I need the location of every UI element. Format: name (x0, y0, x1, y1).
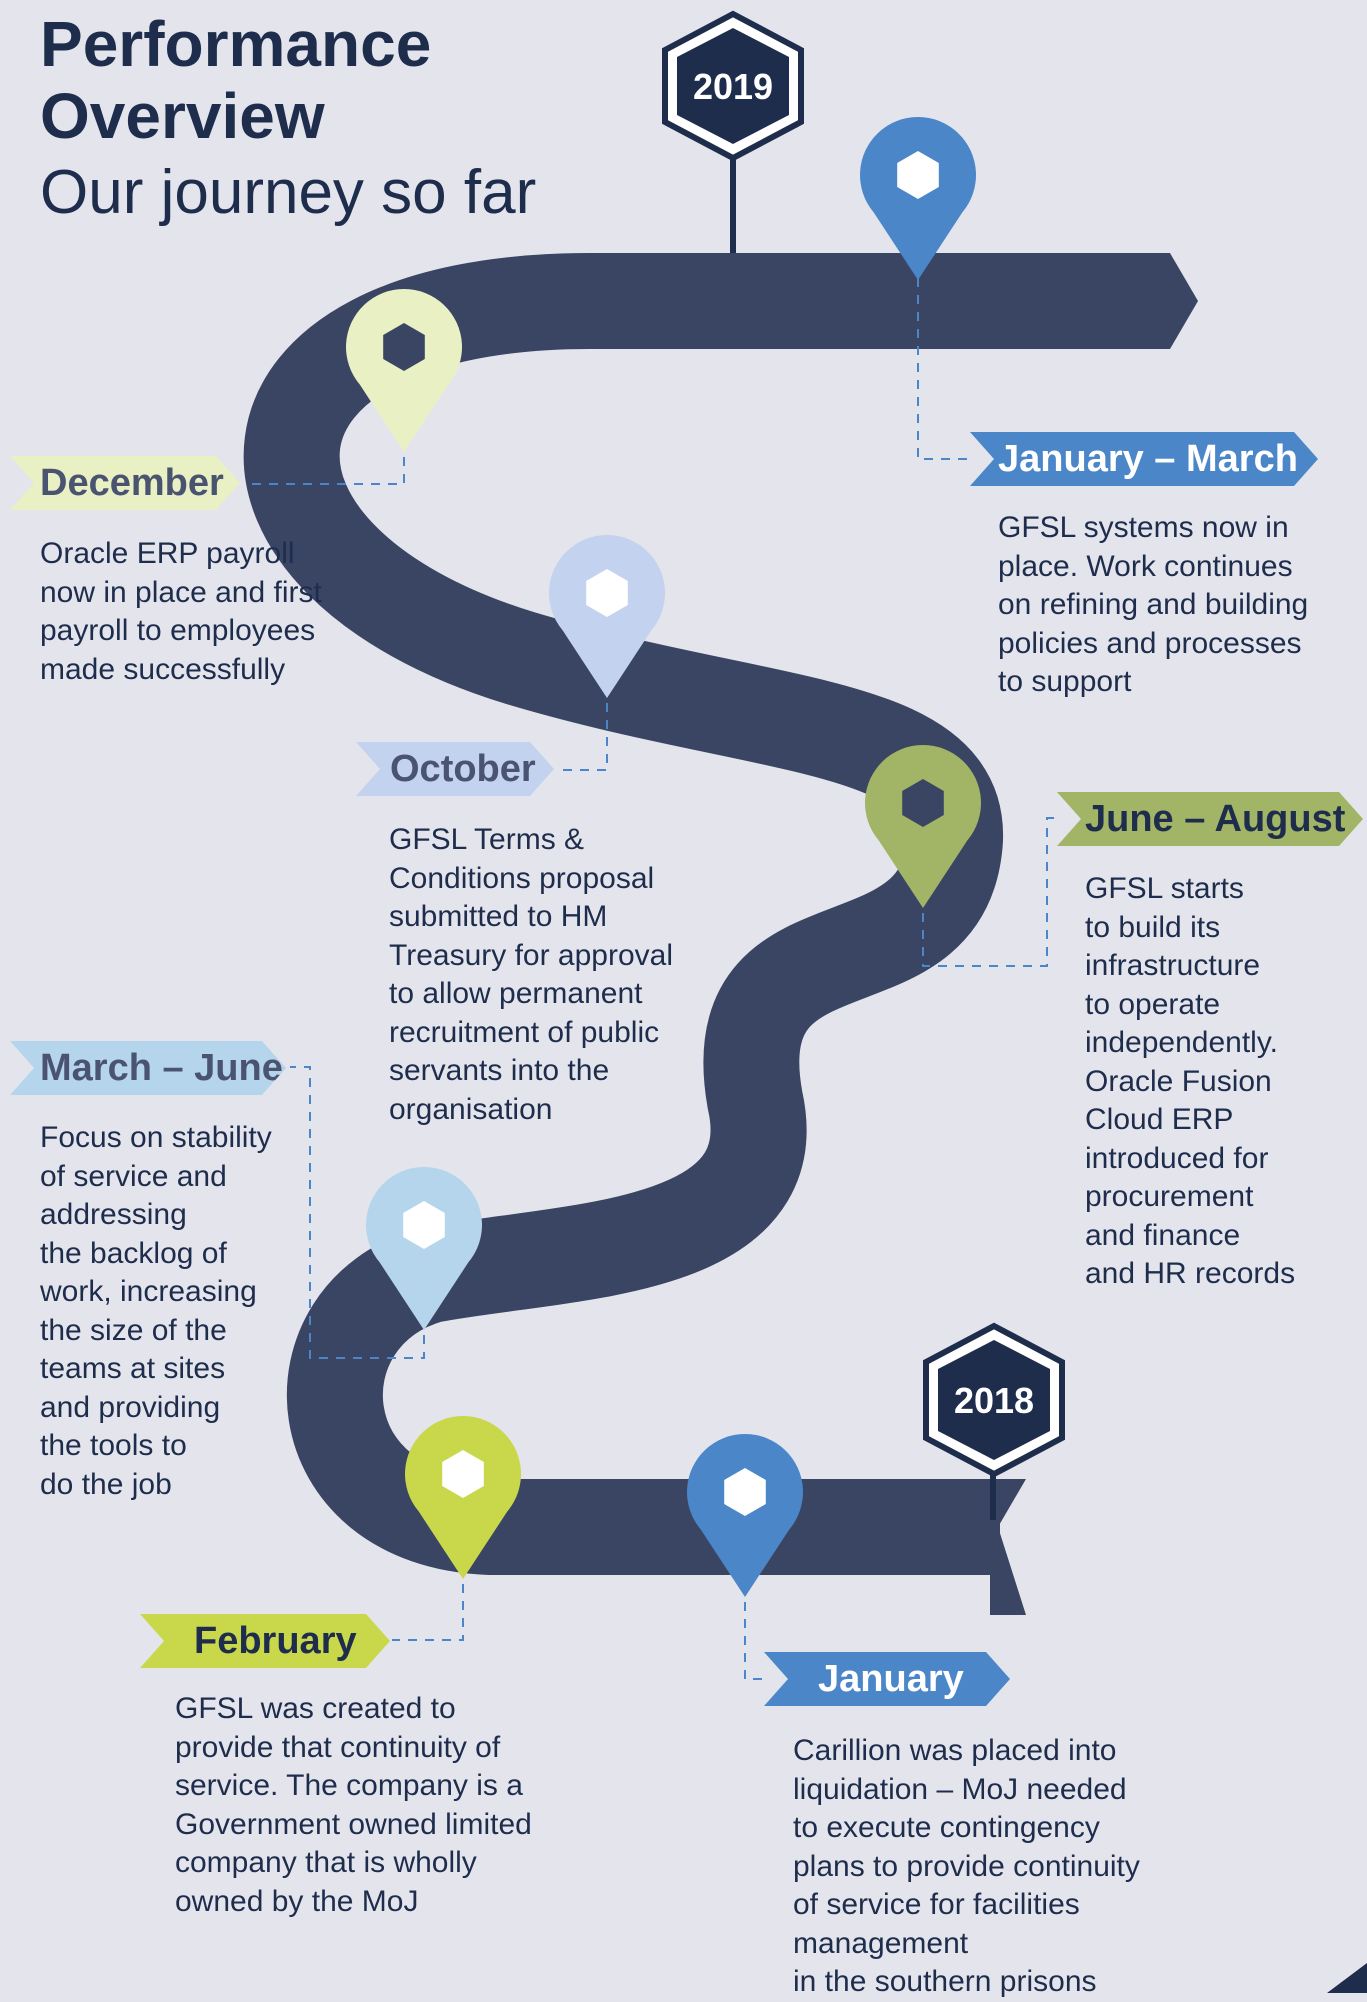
hexagon-icon (902, 779, 944, 827)
milestone-text-line: independently. (1085, 1026, 1278, 1059)
milestone-text-line: to build its (1085, 910, 1221, 944)
milestone-text-line: Cloud ERP (1085, 1103, 1234, 1136)
year-badge-2018: 2018 (923, 1322, 1065, 1478)
year-2019-label: 2019 (693, 66, 773, 107)
connector-june-august (922, 817, 1060, 967)
connector-march-june (290, 1066, 425, 1359)
hexagon-icon (442, 1450, 484, 1498)
milestone-text-line: and finance (1085, 1218, 1241, 1252)
milestone-text-line: the backlog of (40, 1236, 227, 1270)
milestone-text-line: procurement (1085, 1180, 1254, 1213)
hexagon-icon (897, 151, 939, 199)
milestone-text-line: to execute contingency (793, 1811, 1100, 1844)
milestone-text-line: Oracle Fusion (1085, 1064, 1272, 1098)
milestone-text-line: Carillion was placed into (793, 1734, 1117, 1767)
milestone-text-line: policies and processes (998, 626, 1302, 660)
year-badge-2019: 2019 (662, 10, 804, 162)
milestone-text-line: liquidation – MoJ needed (793, 1772, 1127, 1806)
milestone-text-line: made successfully (40, 652, 286, 686)
map-pin-icon (404, 1416, 521, 1579)
milestone-text-line: work, increasing (40, 1275, 257, 1308)
map-pin-icon (687, 1433, 803, 1597)
milestone-tag-march-june: March – June (10, 1041, 286, 1095)
corner-decoration (1327, 1963, 1367, 1993)
connector-january (744, 1585, 767, 1680)
milestone-text-december: Oracle ERP payroll now in place and first… (40, 535, 322, 689)
milestone-text-line: plans to provide continuity (793, 1849, 1140, 1883)
milestone-tag-january-march: January – March (970, 432, 1318, 486)
hexagon-icon (724, 1468, 766, 1516)
milestone-text-line: Focus on stability (40, 1121, 272, 1154)
page-title-line-2: Overview (40, 80, 325, 152)
road-path (243, 253, 1150, 1575)
milestone-text-february: GFSL was created to provide that continui… (175, 1690, 532, 1921)
milestone-text-january-march: GFSL systems now in place. Work continues… (998, 509, 1308, 702)
milestone-text-line: service. The company is a (175, 1769, 523, 1802)
milestone-text-line: GFSL was created to (175, 1692, 456, 1725)
title-block: Performance Overview Our journey so far (40, 8, 536, 230)
milestone-text-line: GFSL starts (1085, 872, 1244, 905)
milestone-tag-december: December (10, 456, 240, 510)
page-subtitle: Our journey so far (40, 158, 537, 227)
milestone-text-line: teams at sites (40, 1352, 226, 1385)
map-pin-icon (860, 117, 976, 280)
milestone-tag-january: January (764, 1652, 1010, 1706)
milestone-text-line: addressing (40, 1198, 187, 1231)
milestone-text-line: place. Work continues (998, 549, 1293, 583)
milestone-text-line: GFSL Terms & (389, 823, 585, 856)
milestone-text-line: submitted to HM (389, 900, 608, 933)
milestone-text-june-august: GFSL starts to build its infrastructure to … (1085, 870, 1295, 1294)
road-arrow-end (1150, 253, 1198, 349)
milestone-text-line: the size of the (40, 1313, 227, 1347)
map-pin-icon (549, 535, 665, 698)
milestone-tag-february: February (140, 1614, 390, 1668)
map-pin-icon (865, 745, 982, 908)
milestone-text-line: do the job (40, 1467, 172, 1501)
milestone-text-october: GFSL Terms & Conditions proposal submitted… (389, 821, 673, 1129)
milestone-text-january: Carillion was placed into liquidation – M… (793, 1732, 1140, 2002)
milestone-text-line: Oracle ERP payroll (40, 537, 295, 570)
milestone-text-line: the tools to (40, 1429, 187, 1462)
year-2018-label: 2018 (954, 1380, 1034, 1421)
map-pin-icon (366, 1167, 482, 1330)
milestone-text-line: management (793, 1926, 969, 1960)
milestone-text-line: Government owned limited (175, 1807, 532, 1841)
milestone-text-line: and HR records (1085, 1257, 1296, 1290)
milestone-text-line: in the southern prisons (793, 1965, 1097, 1998)
milestone-text-line: on refining and building (998, 588, 1309, 621)
hexagon-icon (403, 1201, 445, 1249)
page-title-line-1: Performance (40, 8, 432, 80)
hexagon-icon (383, 323, 425, 371)
milestone-text-line: introduced for (1085, 1141, 1269, 1175)
milestone-text-line: and providing (40, 1390, 221, 1424)
milestone-text-line: of service for facilities (793, 1888, 1080, 1921)
milestone-text-line: to operate (1085, 987, 1221, 1021)
road-flag-end (990, 1479, 1026, 1615)
milestone-text-line: payroll to employees (40, 614, 316, 647)
milestone-text-march-june: Focus on stability of service and addressi… (40, 1119, 272, 1504)
milestone-text-line: recruitment of public (389, 1015, 660, 1049)
milestone-text-line: to support (998, 665, 1132, 698)
connector-february (392, 1567, 464, 1641)
hexagon-icon (586, 569, 628, 617)
milestone-text-line: Treasury for approval (389, 938, 674, 972)
milestone-text-line: servants into the (389, 1054, 610, 1087)
milestone-text-line: now in place and first (40, 575, 322, 609)
milestone-text-line: company that is wholly (175, 1846, 477, 1879)
milestone-text-line: GFSL systems now in (998, 511, 1289, 544)
milestone-text-line: to allow permanent (389, 977, 643, 1010)
milestone-text-line: Conditions proposal (389, 861, 655, 895)
milestone-text-line: provide that continuity of (175, 1730, 501, 1764)
map-pin-icon (345, 289, 462, 452)
milestone-text-line: owned by the MoJ (175, 1884, 419, 1918)
milestone-text-line: infrastructure (1085, 949, 1261, 982)
milestone-tag-june-august: June – August (1057, 792, 1363, 846)
milestone-text-line: organisation (389, 1092, 553, 1126)
milestone-tag-october: October (356, 742, 554, 796)
milestone-text-line: of service and (40, 1159, 227, 1193)
